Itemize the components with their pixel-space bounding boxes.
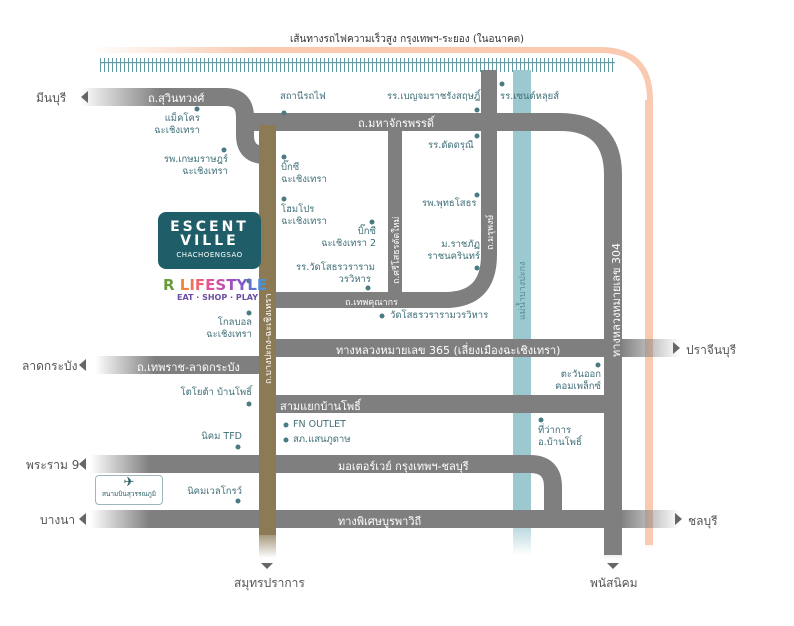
road-label-hwy-304: ทางหลวงหมายเลข 304: [610, 243, 623, 357]
poi-dots: [194, 81, 601, 504]
road-label-srisothon-new: ถ.ศรีโสธรตัดใหม่: [392, 216, 402, 284]
dest-prachinburi: ปราจีนบุรี: [686, 343, 737, 357]
dest-phanatnikhom: พนัสนิคม: [590, 576, 638, 590]
poi-toyota: โตโยต้า บ้านโพธิ์: [180, 387, 253, 398]
road-maruphong: [275, 70, 497, 308]
road-label-burapha-withi: ทางพิเศษบูรพาวิถี: [338, 515, 422, 528]
arrow-right-icon: [675, 513, 682, 525]
road-mahachakkraphat: [245, 113, 622, 555]
arrow-left-icon: [81, 91, 88, 103]
road-samyaek-banpho: [275, 395, 620, 413]
airport-suvarnabhumi: ✈ สนามบินสุวรรณภูมิ: [95, 475, 163, 505]
poi-makro: แม็คโครฉะเชิงเทรา: [154, 113, 200, 136]
dest-chonburi: ชลบุรี: [688, 514, 718, 528]
poi-benjama: รร.เบญจมราชรังสฤษฎิ์: [387, 91, 481, 102]
road-motorway: [150, 455, 562, 518]
poi-phuttasothon: รพ.พุทธโสธร: [422, 198, 477, 209]
arrow-left-icon: [79, 458, 86, 470]
road-theprat-latkrabang: [155, 356, 270, 374]
robinson-r-icon: R: [163, 276, 175, 294]
road-srisothon-new: [388, 130, 402, 300]
dest-rama9: พระราม 9: [26, 458, 80, 472]
road-label-theprat-latkrabang: ถ.เทพราช-ลาดกระบัง: [137, 361, 240, 374]
poi-st-louis: รร.เซนต์หลุยส์: [500, 91, 560, 102]
road-label-thepkhunakorn: ถ.เทพคุณากร: [345, 298, 398, 308]
rail-title: เส้นทางรถไฟความเร็วสูง กรุงเทพฯ-ระยอง (ใ…: [290, 34, 525, 45]
road-label-motorway: มอเตอร์เวย์ กรุงเทพฯ-ชลบุรี: [338, 460, 469, 473]
arrow-right-icon: [673, 342, 680, 354]
airplane-icon: ✈: [123, 475, 135, 490]
river-label: แม่น้ำบางปะกง: [518, 261, 528, 320]
road-label-mahachakkraphat: ถ.มหาจักรพรรดิ์: [358, 117, 435, 130]
poi-bigc1: บิ๊กซีฉะเชิงเทรา: [281, 162, 327, 185]
robinson-lifestyle-logo: R LIFESTYLE EAT · SHOP · PLAY: [163, 276, 268, 303]
arrow-left-icon: [79, 513, 86, 525]
road-hwy-365: [275, 339, 620, 357]
poi-bigc2: บิ๊กซีฉะเชิงเทรา 2: [321, 226, 376, 249]
poi-rajabhat: ม.ราชภัฏราชนครินทร์: [427, 239, 480, 262]
road-bangpakong-chachoengsao: [259, 125, 276, 535]
dest-latkrabang: ลาดกระบัง: [22, 359, 78, 373]
poi-police: สภ.แสนภูดาษ: [293, 434, 351, 445]
poi-homepro: โฮมโปรฉะเชิงเทรา: [281, 204, 327, 227]
future-rail-line: [90, 47, 653, 545]
road-label-samyaek-banpho: สามแยกบ้านโพธิ์: [280, 400, 361, 413]
poi-tfd: นิคม TFD: [201, 431, 242, 442]
dest-bangna: บางนา: [40, 513, 76, 527]
dest-samutprakan: สมุทรปราการ: [234, 576, 305, 590]
project-logo: ESCENT VILLE CHACHOENGSAO: [158, 212, 261, 269]
poi-global: โกลบอลฉะเชิงเทรา: [206, 317, 252, 340]
railway-track: [100, 58, 615, 72]
arrow-left-icon: [79, 359, 86, 371]
poi-wat-sothon: วัดโสธรวรารามวรวิหาร: [390, 310, 489, 321]
poi-wat-school: รร.วัดโสธรวรารามวรวิหาร: [296, 262, 376, 285]
poi-fn-outlet: FN OUTLET: [293, 419, 346, 430]
dest-minburi: มีนบุรี: [36, 91, 67, 105]
poi-kasemrad: รพ.เกษมราษฎร์ฉะเชิงเทรา: [163, 154, 228, 177]
poi-datdaruni: รร.ดัดดรุณี: [428, 140, 474, 151]
arrow-down-icon: [261, 563, 273, 569]
road-label-maruphong: ถ.มรุพงษ์: [486, 214, 496, 250]
poi-wellgrow: นิคมเวลโกรว์: [187, 486, 242, 497]
road-label-hwy-365: ทางหลวงหมายเลข 365 (เลี่ยงเมืองฉะเชิงเทร…: [336, 344, 561, 357]
poi-station: สถานีรถไฟ: [280, 91, 326, 102]
road-label-suwinthawong: ถ.สุวินทวงศ์: [148, 92, 205, 105]
road-label-bangpakong-chachoengsao: ถ.บางปะกง-ฉะเชิงเทรา: [264, 292, 274, 384]
arrow-down-icon: [607, 563, 619, 569]
poi-amphoe: ที่ว่าการอ.บ้านโพธิ์: [538, 425, 582, 448]
poi-tawan-ok: ตะวันออกคอมเพล็กซ์: [555, 369, 601, 392]
